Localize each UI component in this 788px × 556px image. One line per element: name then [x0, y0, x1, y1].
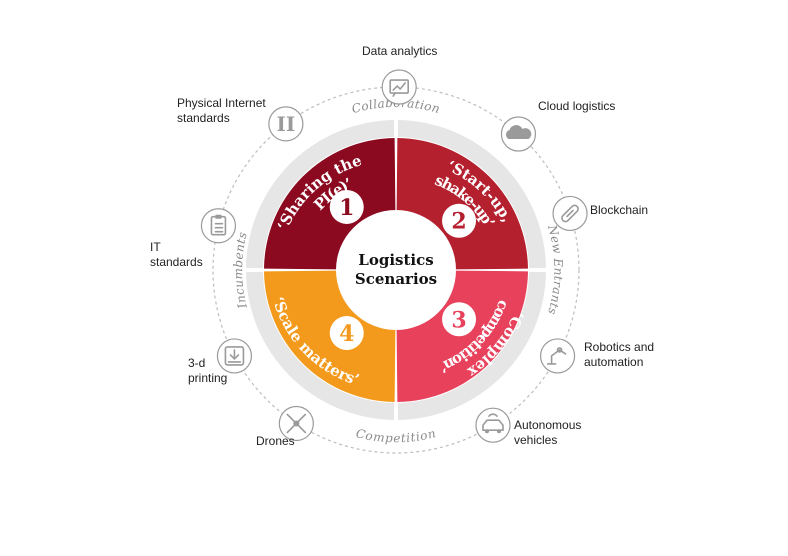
scenario-badge-1: [329, 189, 364, 224]
scenario-badge-2: [442, 203, 477, 238]
tech-label-autonomous-vehicles: Autonomous vehicles: [514, 418, 582, 447]
tech-label-physical-internet-standards: Physical Internet standards: [177, 96, 266, 125]
axis-label-collaboration: Collaboration: [350, 96, 442, 116]
center-title-line1: Logistics: [358, 251, 433, 269]
tech-label-blockchain: Blockchain: [590, 203, 649, 217]
axis-ring-segment: [246, 271, 395, 420]
tech-label-it-standards: IT standards: [150, 240, 203, 269]
tech-label-cloud-logistics: Cloud logistics: [538, 99, 616, 113]
scenario-number-4: 4: [339, 321, 354, 347]
scenario-number-3: 3: [451, 307, 466, 333]
drone-icon: [278, 405, 314, 442]
svg-text:II: II: [277, 112, 296, 136]
scenario-quadrant-4: [264, 270, 396, 402]
axis-ring: [246, 120, 546, 420]
axis-ring-segment: [246, 120, 395, 269]
technology-icons: II: [200, 69, 588, 443]
scenario-badge-4: [329, 316, 364, 351]
axis-ring-segment: [397, 271, 546, 420]
outer-dashed-ring: [212, 86, 580, 454]
roman-numeral-two-icon: II: [268, 106, 304, 142]
scenario-badge-3: [442, 302, 477, 337]
tech-label-data-analytics: Data analytics: [362, 44, 438, 58]
tech-label-drones: Drones: [256, 434, 295, 448]
blockchain-icon: [552, 195, 588, 232]
axis-label-incumbents: Incumbents: [231, 230, 250, 310]
axis-label-competition: Competition: [355, 426, 438, 445]
clipboard-icon: [200, 208, 237, 244]
scenario-number-2: 2: [451, 209, 466, 235]
center-title-line2: Scenarios: [355, 270, 437, 288]
scenario-quadrant-3: [396, 270, 528, 402]
axis-ring-segment: [397, 120, 546, 269]
data-analytics-icon: [381, 69, 417, 105]
tech-label-3d-printing: 3-d printing: [188, 356, 228, 385]
3d-printer-icon: [216, 338, 253, 374]
cloud-icon: [500, 116, 537, 152]
tech-label-robotics: Robotics and automation: [584, 340, 655, 369]
scenario-quadrant-1: [264, 138, 396, 270]
scenario-number-1: 1: [339, 195, 354, 221]
autonomous-car-icon: [475, 407, 511, 443]
center-circle: [336, 210, 456, 330]
scenario-quadrant-2: [396, 138, 528, 270]
robot-arm-icon: [539, 338, 576, 374]
scenario-number-badges: 1 2 3 4: [329, 189, 477, 351]
scenario-quadrants: [264, 138, 528, 402]
axis-label-new-entrants: New Entrants: [545, 222, 566, 316]
